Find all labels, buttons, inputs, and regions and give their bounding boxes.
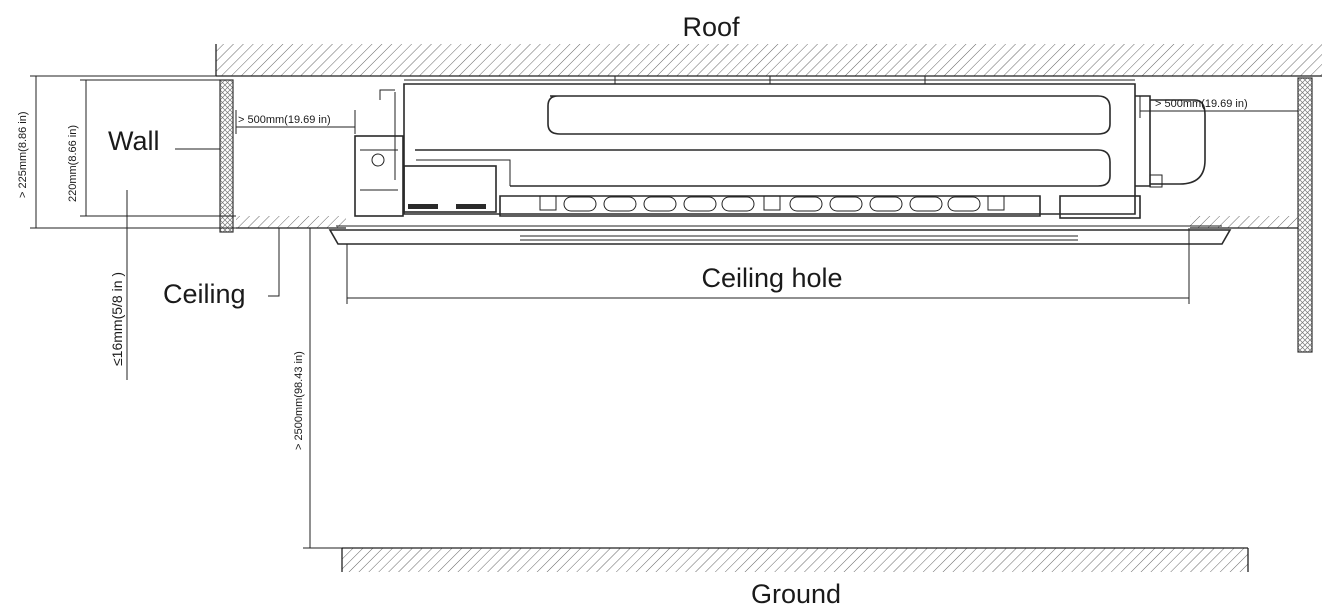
left-wall	[219, 79, 234, 233]
ceiling-thickness-label: ≤16mm(5/8 in )	[109, 272, 125, 366]
unit-height-label: 220mm(8.66 in)	[67, 125, 79, 202]
ceiling-to-ground-dimension	[303, 228, 345, 549]
roof-to-ceiling-label: > 225mm(8.86 in)	[17, 111, 29, 198]
ground-slab	[341, 547, 1249, 572]
right-clearance-dimension	[1139, 96, 1298, 118]
cassette-indoor-unit	[354, 76, 1206, 219]
cassette-panel	[328, 225, 1232, 245]
wall-label: Wall	[108, 126, 160, 156]
left-clearance-dimension	[235, 110, 356, 134]
ceiling-hole-dimension	[346, 228, 1190, 304]
left-clearance-label: > 500mm(19.69 in)	[238, 114, 331, 126]
roof-slab	[215, 44, 1322, 77]
right-wall	[1297, 77, 1313, 353]
ceiling-leader-line	[268, 228, 280, 297]
ceiling-to-ground-label: > 2500mm(98.43 in)	[293, 351, 305, 450]
ceiling-label: Ceiling	[163, 279, 246, 309]
ceiling-thickness-dimension	[122, 190, 132, 380]
roof-label: Roof	[682, 12, 740, 42]
ceiling-slab-right	[1190, 216, 1298, 229]
unit-height-dimension	[80, 79, 236, 217]
ceiling-slab-left	[236, 216, 346, 229]
ground-label: Ground	[751, 579, 841, 609]
ceiling-hole-label: Ceiling hole	[701, 263, 842, 293]
right-clearance-label: > 500mm(19.69 in)	[1155, 98, 1248, 110]
roof-to-ceiling-dimension	[30, 75, 236, 229]
